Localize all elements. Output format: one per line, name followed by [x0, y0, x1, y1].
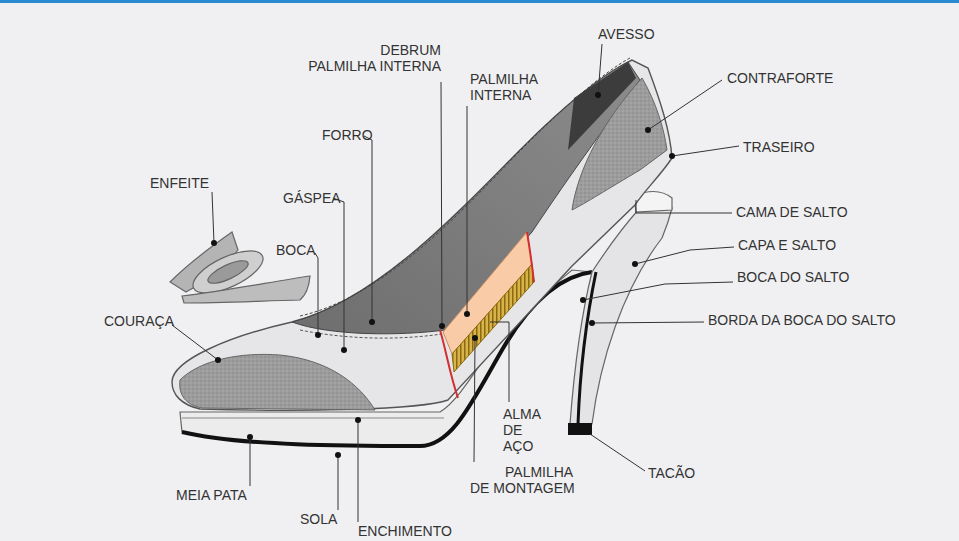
part-label: ENCHIMENTO: [358, 523, 452, 539]
part-label: AVESSO: [598, 26, 655, 42]
part-label: CAPA E SALTO: [738, 237, 836, 253]
part-label: TACÃO: [648, 465, 695, 481]
part-label: DEBRUM PALMILHA INTERNA: [291, 42, 441, 74]
part-label: SOLA: [300, 511, 337, 527]
part-label: ALMA DE AÇO: [503, 406, 548, 454]
part-label: FORRO: [322, 127, 373, 143]
part-label: TRASEIRO: [743, 139, 815, 155]
part-label: COURAÇA: [104, 313, 174, 329]
part-label: ENFEITE: [150, 175, 209, 191]
part-label: PALMILHA DE MONTAGEM: [470, 464, 590, 496]
part-label: CONTRAFORTE: [727, 70, 833, 86]
part-label: BOCA DO SALTO: [737, 269, 849, 285]
part-label: BOCA: [276, 242, 316, 258]
part-label: CAMA DE SALTO: [736, 204, 848, 220]
part-label: PALMILHA INTERNA: [470, 71, 550, 103]
part-label: BORDA DA BOCA DO SALTO: [708, 312, 896, 328]
part-label: GÁSPEA: [283, 190, 341, 206]
part-label: MEIA PATA: [176, 487, 247, 503]
